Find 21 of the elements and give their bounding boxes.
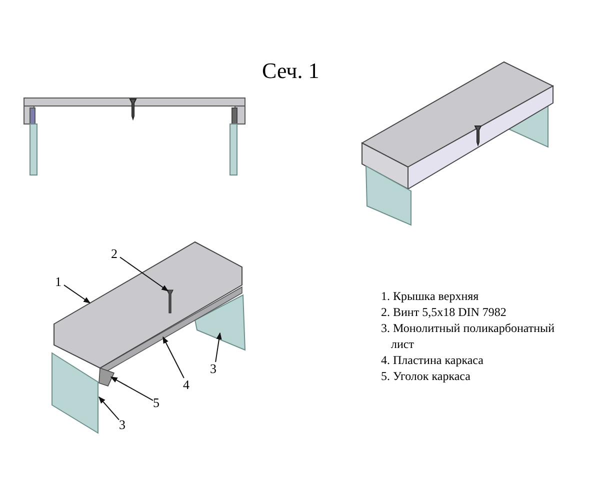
leader-line bbox=[162, 336, 184, 378]
parts-list-item: 5. Уголок каркаса bbox=[381, 368, 472, 384]
glass-panel bbox=[194, 294, 246, 351]
callout-number: 2 bbox=[111, 247, 118, 261]
section-title: Сеч. 1 bbox=[262, 60, 320, 82]
callout-number: 3 bbox=[119, 418, 126, 432]
parts-list-item: 3. Монолитный поликарбонатный лист bbox=[381, 320, 556, 352]
callout-number: 4 bbox=[183, 378, 190, 392]
frame-corner bbox=[98, 367, 115, 386]
callout-number: 3 bbox=[210, 362, 216, 376]
leader-line bbox=[64, 284, 91, 304]
parts-list-item: 2. Винт 5,5x18 DIN 7982 bbox=[381, 304, 508, 320]
parts-list-item: 1. Крышка верхняя bbox=[381, 288, 480, 304]
leader-line bbox=[98, 396, 120, 420]
glass-panel bbox=[52, 352, 98, 434]
parts-list-item: 4. Пластина каркаса bbox=[381, 352, 484, 368]
callout-number: 1 bbox=[55, 275, 62, 289]
callout-number: 5 bbox=[153, 396, 160, 410]
leader-line bbox=[215, 332, 222, 362]
leader-line bbox=[110, 376, 154, 401]
leader-line bbox=[120, 256, 169, 292]
